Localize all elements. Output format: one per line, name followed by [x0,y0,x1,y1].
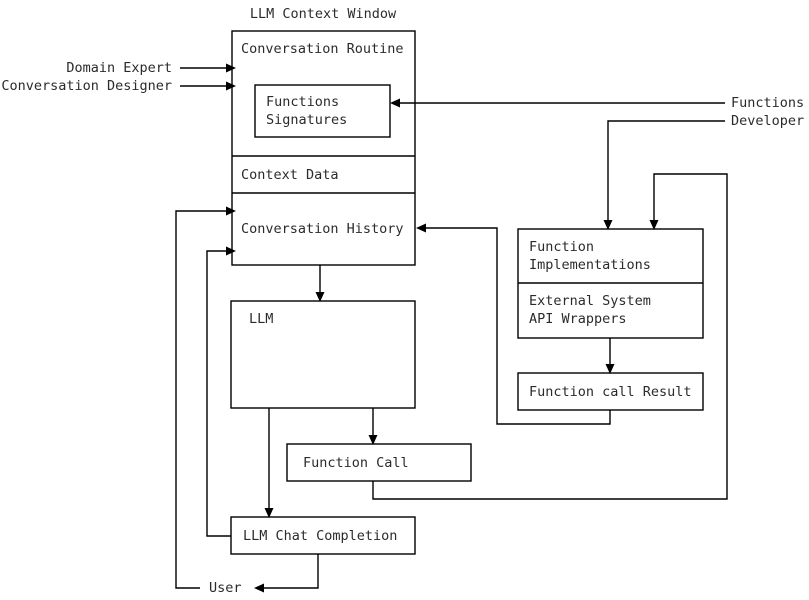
llm-chat-completion-label: LLM Chat Completion [243,528,397,544]
diagram-title: LLM Context Window [250,6,397,22]
arrowhead-user-to-history [226,206,236,216]
function-call-label: Function Call [303,455,409,471]
actor-label-conversation-designer: Conversation Designer [1,78,172,94]
actor-label-functions-developer-line1: Functions [731,95,804,111]
function-implementations-label-line2: Implementations [529,257,651,273]
arrow-result-to-conversation-history [424,227,611,425]
external-system-api-wrappers-label-line1: External System [529,293,651,309]
arrowhead-domain-expert [226,63,236,73]
arrowhead-chat-completion-to-history [226,246,236,256]
arrowhead-result-to-conversation-history [416,223,426,233]
actor-label-user: User [209,580,242,596]
actor-label-domain-expert: Domain Expert [66,60,172,76]
section-label-conversation-history: Conversation History [241,221,404,237]
llm-label: LLM [249,311,273,327]
arrowhead-conversation-designer [226,81,236,91]
arrow-chat-completion-to-conversation-history [206,250,231,537]
functions-signatures-label-line2: Signatures [266,112,347,128]
external-system-api-wrappers-label-line2: API Wrappers [529,311,627,327]
section-label-context-data: Context Data [241,167,339,183]
functions-signatures-box [254,84,391,138]
arrowhead-function-call-to-implementations [649,220,659,230]
arrowhead-llm-to-function-call [368,435,378,445]
function-call-result-label: Function call Result [529,384,692,400]
arrowhead-wrappers-to-result [605,364,615,374]
arrow-user-to-conversation-history [175,210,228,589]
functions-signatures-label-line1: Functions [266,94,339,110]
actor-label-functions-developer-line2: Developer [731,113,804,129]
arrowhead-llm-to-chat-completion [264,508,274,518]
arrowhead-developer-to-implementations [603,220,613,230]
arrow-function-call-to-implementations [372,173,728,500]
arrowhead-developer-to-signatures [390,98,400,108]
arrow-developer-to-implementations [607,120,725,222]
section-label-conversation-routine: Conversation Routine [241,41,404,57]
arrowhead-chat-completion-to-user [254,583,264,593]
arrow-chat-completion-to-user [262,554,319,589]
context-window-container [231,30,416,266]
function-implementations-label-line1: Function [529,239,594,255]
arrowhead-history-to-llm [315,292,325,302]
llm-box [230,300,416,409]
function-call-box [286,443,472,482]
